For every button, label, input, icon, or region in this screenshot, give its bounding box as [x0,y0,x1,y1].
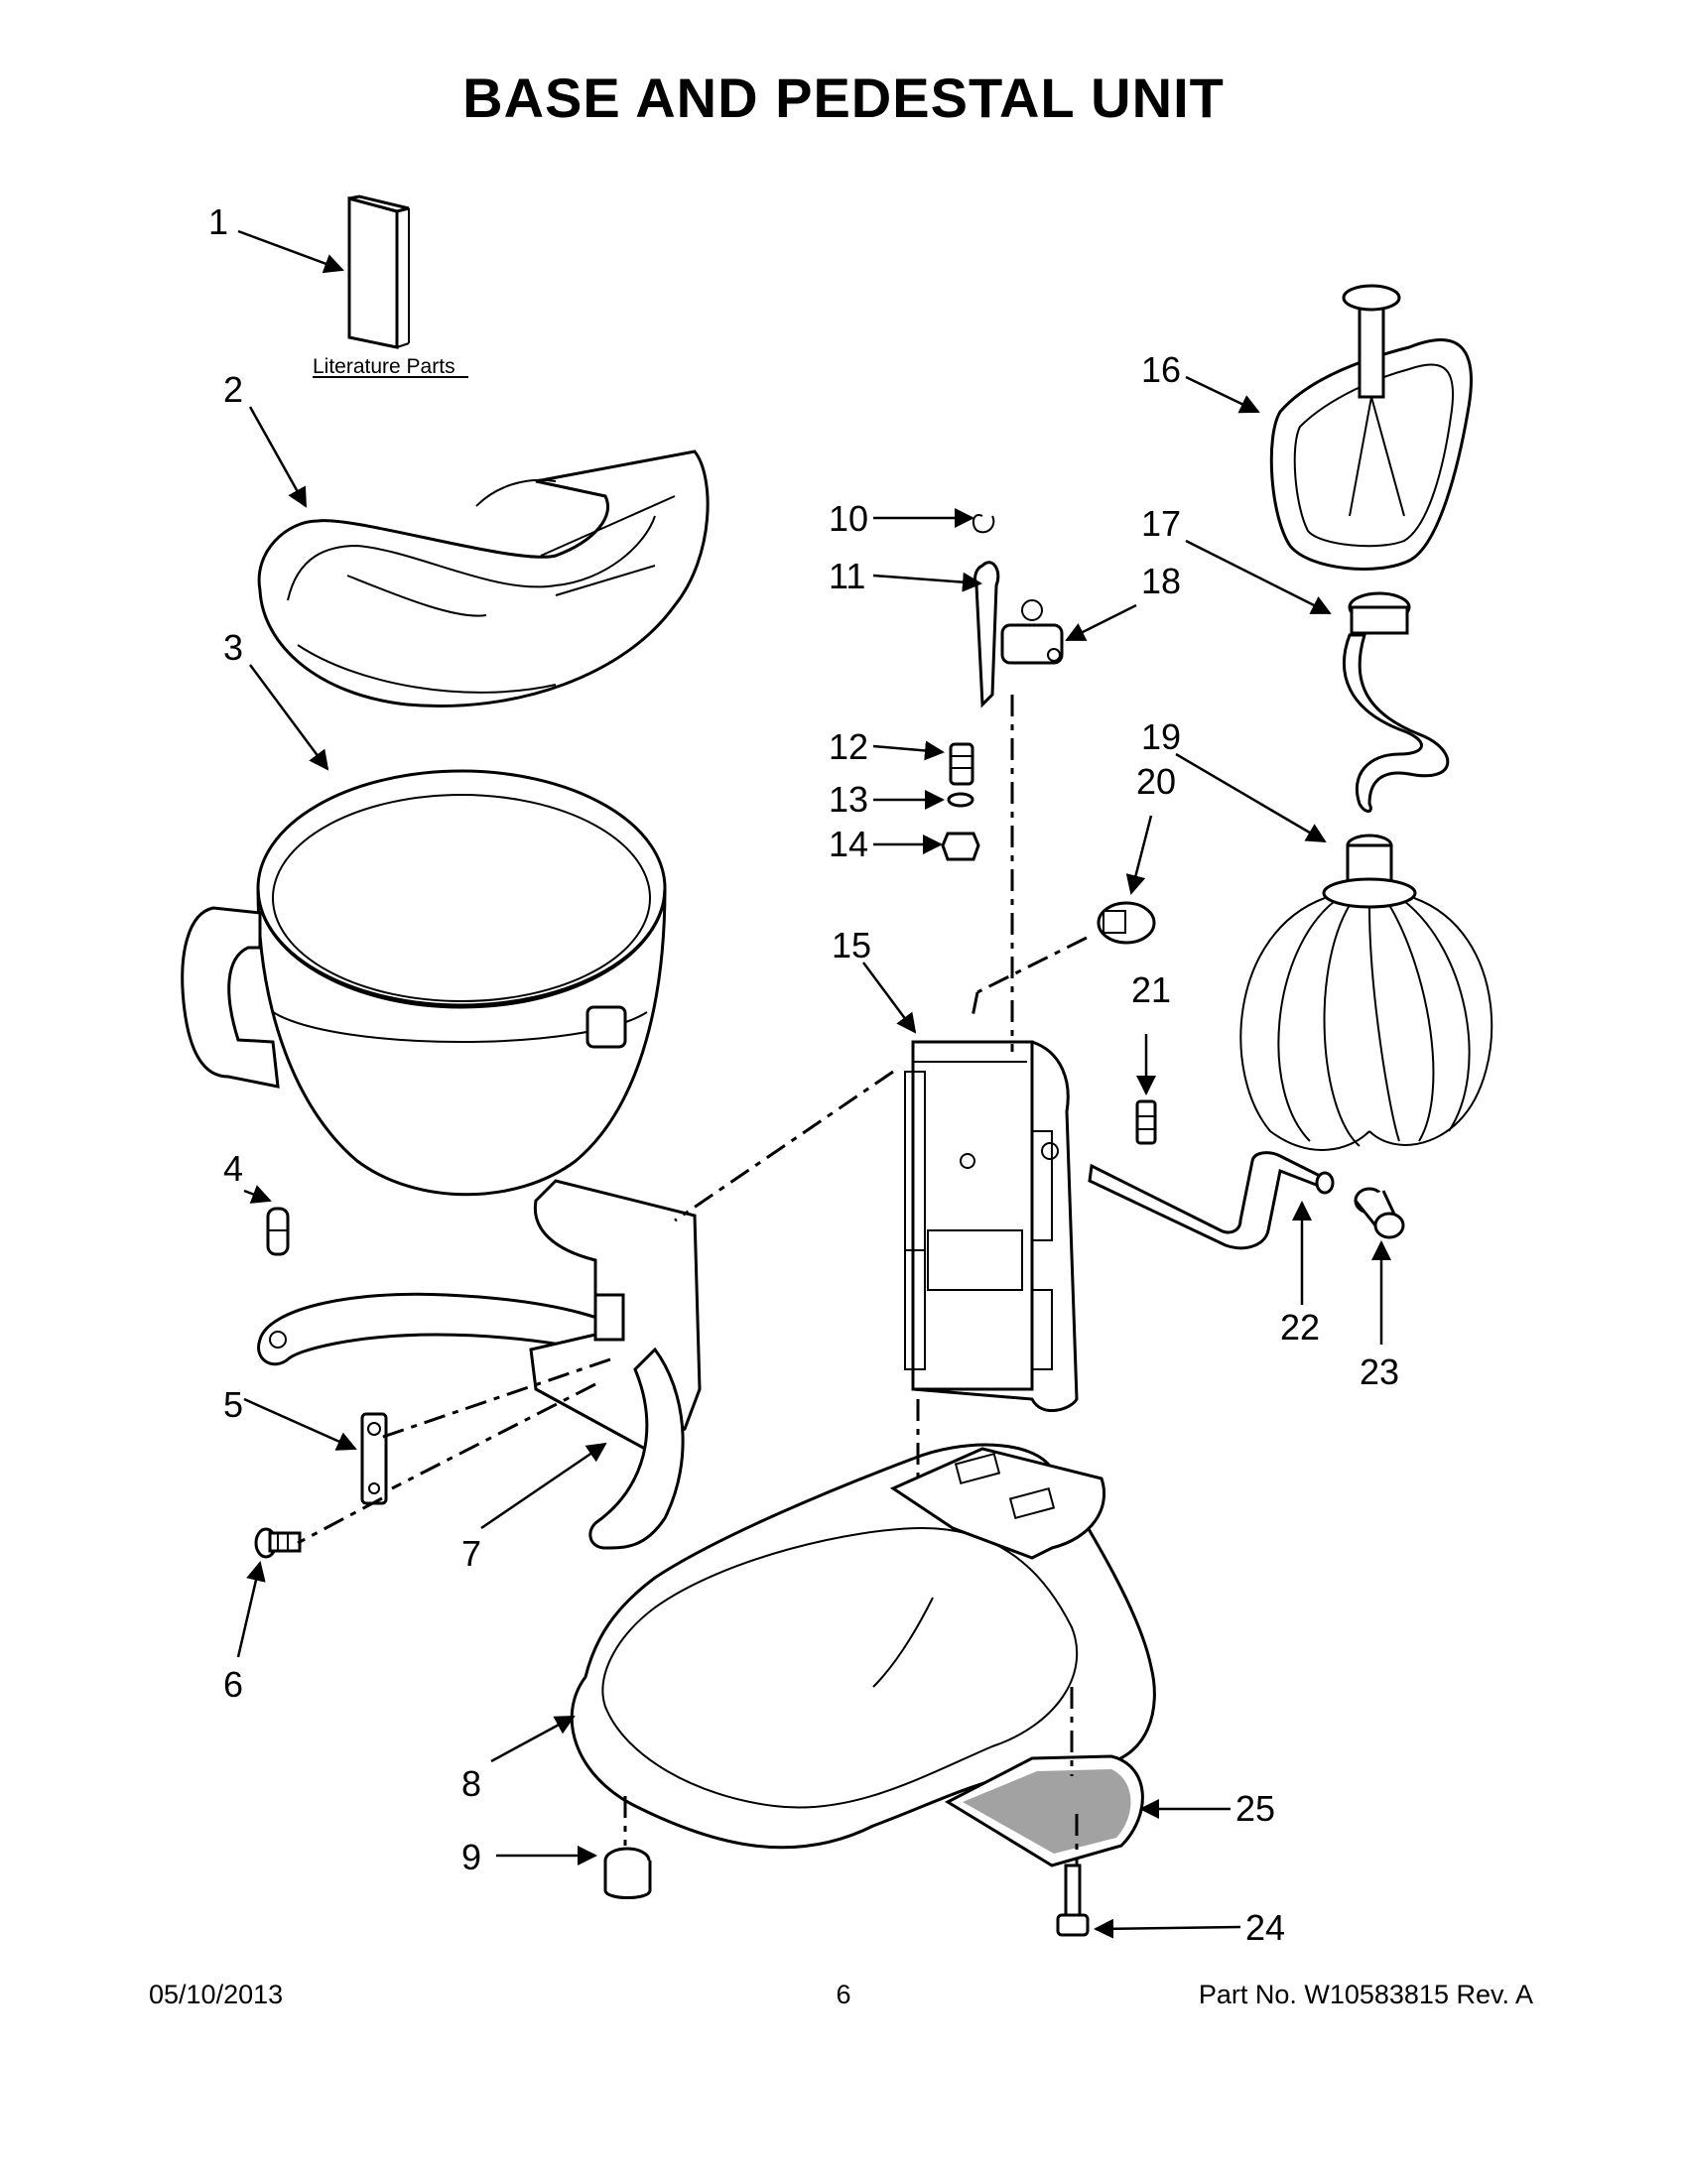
callout-8: 8 [461,1763,481,1804]
part-base-icon [570,1443,1156,1850]
part-stud-icon [266,1207,290,1256]
callout-25: 25 [1235,1788,1275,1829]
part-set-screw-icon [1135,1099,1157,1145]
callout-23: 23 [1360,1351,1399,1392]
callout-15: 15 [832,925,871,965]
part-bowl-lift-crank-icon [1088,1151,1335,1250]
callout-7: 7 [461,1533,481,1574]
callout-21: 21 [1131,969,1171,1010]
callout-20: 20 [1136,761,1176,802]
part-flat-beater-icon [1269,284,1473,571]
callout-13: 13 [829,779,868,820]
part-washer-icon [947,792,974,808]
part-spring-icon [949,742,974,786]
literature-parts-label: Literature Parts [313,355,455,378]
callout-6: 6 [223,1664,243,1705]
part-literature-icon [347,194,410,349]
callout-18: 18 [1141,561,1181,601]
part-nut-icon [941,832,980,861]
part-bracket-icon [360,1412,388,1505]
part-bowl-icon [181,769,667,1197]
part-retaining-ring-icon [972,514,995,534]
part-hinge-cap-icon [1097,901,1156,945]
callout-5: 5 [223,1384,243,1425]
page-title: BASE AND PEDESTAL UNIT [462,66,1225,129]
callout-16: 16 [1141,349,1181,390]
part-latch-icon [1000,599,1064,665]
footer-part-number: Part No. W10583815 Rev. A [1198,1980,1533,2009]
part-bowl-lift-arm-icon [257,1179,702,1550]
callout-11: 11 [829,556,865,596]
callout-9: 9 [461,1837,481,1877]
callout-10: 10 [829,498,868,539]
footer-date: 05/10/2013 [149,1980,284,2009]
callout-12: 12 [829,726,868,767]
part-pedestal-icon [904,1040,1079,1413]
callout-3: 3 [223,627,243,668]
part-hinge-pin-icon [973,561,1000,708]
part-crank-handle-icon [1354,1187,1405,1239]
part-pouring-shield-icon [257,450,710,708]
part-screw-icon [254,1527,302,1559]
part-foot-icon [603,1847,652,1899]
callout-4: 4 [223,1148,243,1189]
callout-24: 24 [1245,1907,1285,1948]
callout-14: 14 [829,824,868,864]
part-bolt-icon [1056,1863,1090,1937]
footer-page-number: 6 [836,1980,851,2009]
callout-2: 2 [223,369,243,410]
callout-19: 19 [1141,716,1181,757]
part-wire-whip-icon [1239,834,1493,1151]
part-dough-hook-icon [1342,591,1450,813]
callout-1: 1 [208,201,228,242]
callout-22: 22 [1280,1307,1320,1348]
callout-17: 17 [1141,503,1181,544]
part-base-plate-icon [944,1754,1144,1867]
